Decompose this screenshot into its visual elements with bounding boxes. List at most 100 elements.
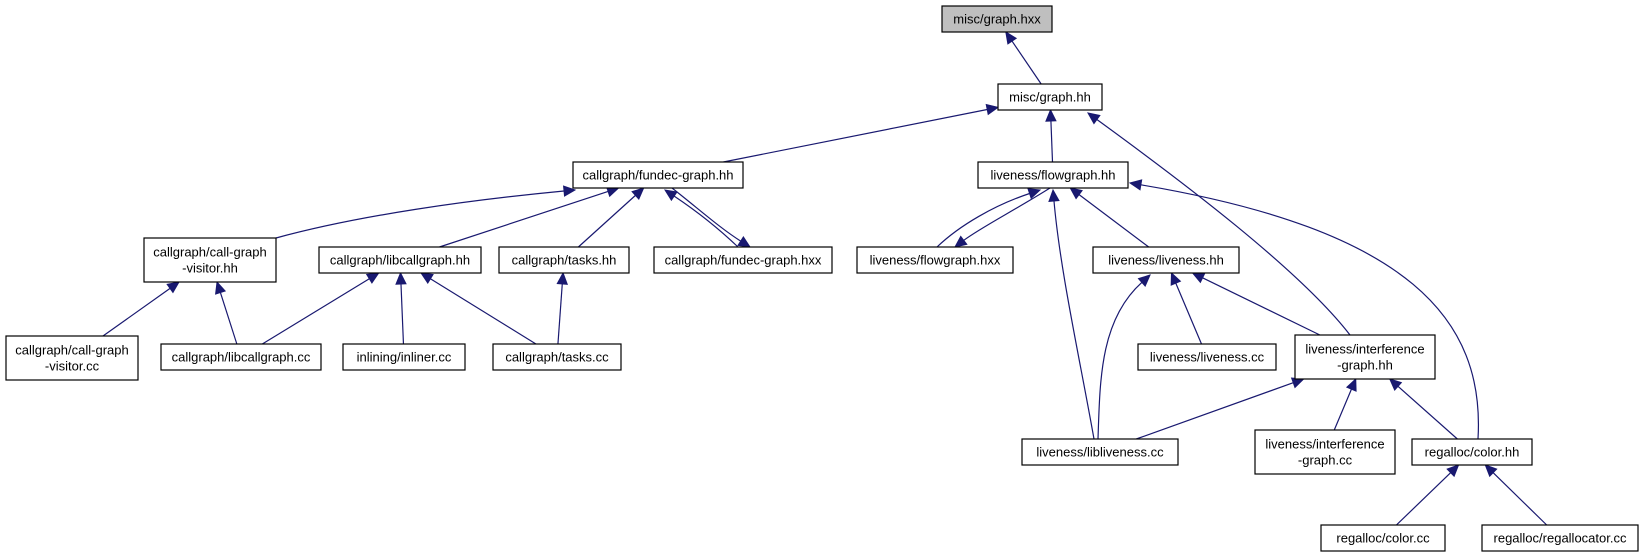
node-callgraph-fundec-graph-hxx[interactable]: callgraph/fundec-graph.hxx bbox=[653, 246, 833, 274]
node-callgraph-fundec-graph-hh[interactable]: callgraph/fundec-graph.hh bbox=[572, 161, 744, 189]
arrowhead-27 bbox=[1484, 464, 1498, 478]
edge-callgraph-tasks-cc-to-callgraph-tasks-hh bbox=[557, 283, 563, 345]
arrowhead-2 bbox=[1045, 108, 1057, 122]
arrowhead-17 bbox=[395, 271, 407, 285]
node-box bbox=[160, 343, 322, 371]
node-liveness-liveness-hh[interactable]: liveness/liveness.hh bbox=[1092, 246, 1240, 274]
node-label: callgraph/libcallgraph.hh bbox=[330, 253, 470, 268]
arrowhead-25 bbox=[1388, 378, 1403, 391]
node-box bbox=[1254, 429, 1396, 475]
node-label: regalloc/regallocator.cc bbox=[1494, 531, 1627, 546]
arrowhead-9 bbox=[1027, 188, 1042, 200]
node-box bbox=[1411, 438, 1533, 466]
node-liveness-flowgraph-hxx[interactable]: liveness/flowgraph.hxx bbox=[856, 246, 1014, 274]
edge-regalloc-color-hh-to-liveness-interference-graph-hh bbox=[1397, 385, 1458, 440]
node-box bbox=[653, 246, 833, 274]
edge-liveness-flowgraph-hxx-to-liveness-flowgraph-hh bbox=[936, 192, 1030, 248]
edge-liveness-libliveness-cc-to-liveness-flowgraph-hh bbox=[1053, 200, 1095, 440]
node-label: callgraph/tasks.cc bbox=[505, 350, 609, 365]
node-box bbox=[318, 246, 482, 274]
arrowhead-18 bbox=[420, 272, 434, 284]
node-box bbox=[1294, 334, 1436, 380]
node-box bbox=[342, 343, 466, 371]
node-box bbox=[498, 246, 630, 274]
node-label: callgraph/libcallgraph.cc bbox=[172, 350, 311, 365]
node-label: callgraph/fundec-graph.hh bbox=[582, 168, 733, 183]
edge-liveness-flowgraph-hh-to-misc-graph-hh bbox=[1050, 120, 1054, 163]
arrowhead-4 bbox=[563, 185, 577, 197]
node-box bbox=[1481, 524, 1639, 552]
node-box bbox=[1092, 246, 1240, 274]
node-liveness-liveness-cc[interactable]: liveness/liveness.cc bbox=[1137, 343, 1277, 371]
edge-liveness-liveness-hh-to-liveness-flowgraph-hh bbox=[1078, 194, 1150, 248]
node-regalloc-regallocator-cc[interactable]: regalloc/regallocator.cc bbox=[1481, 524, 1639, 552]
arrowhead-3 bbox=[1087, 112, 1101, 125]
node-layer: misc/graph.hxx misc/graph.hh callgraph/fun… bbox=[5, 5, 1639, 552]
node-callgraph-call-graph-visitor-hh[interactable]: callgraph/call-graph-visitor.hh bbox=[143, 237, 277, 283]
arrowhead-14 bbox=[166, 281, 181, 294]
node-inlining-inliner-cc[interactable]: inlining/inliner.cc bbox=[342, 343, 466, 371]
arrowhead-0 bbox=[1005, 31, 1018, 45]
arrowhead-19 bbox=[556, 271, 568, 285]
edge-inlining-inliner-cc-to-callgraph-libcallgraph-hh bbox=[400, 283, 405, 345]
arrowhead-15 bbox=[215, 280, 227, 295]
node-regalloc-color-cc[interactable]: regalloc/color.cc bbox=[1320, 524, 1446, 552]
node-label: misc/graph.hh bbox=[1009, 90, 1091, 105]
node-label: misc/graph.hxx bbox=[953, 12, 1041, 27]
node-liveness-interference-graph-hh[interactable]: liveness/interference-graph.hh bbox=[1294, 334, 1436, 380]
node-label: inlining/inliner.cc bbox=[357, 350, 452, 365]
node-label: -graph.cc bbox=[1298, 453, 1353, 468]
edge-callgraph-tasks-hh-to-callgraph-fundec-graph-hh bbox=[577, 194, 636, 248]
edge-callgraph-fundec-graph-hxx-to-callgraph-fundec-graph-hh bbox=[673, 195, 739, 248]
node-box bbox=[492, 343, 622, 371]
node-box bbox=[1320, 524, 1446, 552]
node-box bbox=[1137, 343, 1277, 371]
node-label: -visitor.hh bbox=[182, 261, 238, 276]
node-box bbox=[5, 335, 139, 381]
node-misc-graph-hh[interactable]: misc/graph.hh bbox=[997, 83, 1103, 111]
edge-layer bbox=[102, 31, 1548, 526]
node-label: -graph.hh bbox=[1337, 358, 1393, 373]
edge-regalloc-color-cc-to-regalloc-color-hh bbox=[1396, 472, 1452, 526]
edge-regalloc-color-hh-to-liveness-flowgraph-hh bbox=[1140, 184, 1480, 440]
arrowhead-6 bbox=[631, 187, 645, 200]
node-regalloc-color-hh[interactable]: regalloc/color.hh bbox=[1411, 438, 1533, 466]
edge-misc-graph-hh-to-misc-graph-hxx bbox=[1011, 40, 1042, 85]
node-label: callgraph/call-graph bbox=[153, 245, 266, 260]
node-box bbox=[856, 246, 1014, 274]
node-liveness-interference-graph-cc[interactable]: liveness/interference-graph.cc bbox=[1254, 429, 1396, 475]
node-callgraph-tasks-hh[interactable]: callgraph/tasks.hh bbox=[498, 246, 630, 274]
node-callgraph-libcallgraph-hh[interactable]: callgraph/libcallgraph.hh bbox=[318, 246, 482, 274]
node-liveness-libliveness-cc[interactable]: liveness/libliveness.cc bbox=[1021, 438, 1179, 466]
edge-liveness-libliveness-cc-to-liveness-interference-graph-hh bbox=[1136, 382, 1294, 440]
arrowhead-7 bbox=[663, 189, 678, 202]
arrowhead-12 bbox=[1048, 188, 1060, 202]
edge-liveness-interference-graph-hh-to-misc-graph-hh bbox=[1096, 119, 1351, 336]
node-callgraph-tasks-cc[interactable]: callgraph/tasks.cc bbox=[492, 343, 622, 371]
arrowhead-21 bbox=[1191, 272, 1206, 284]
node-box bbox=[572, 161, 744, 189]
arrowhead-16 bbox=[365, 272, 380, 284]
arrowhead-8 bbox=[737, 235, 752, 248]
node-label: liveness/flowgraph.hxx bbox=[870, 253, 1001, 268]
node-liveness-flowgraph-hh[interactable]: liveness/flowgraph.hh bbox=[977, 161, 1129, 189]
arrowhead-10 bbox=[954, 235, 968, 248]
edge-callgraph-call-graph-visitor-cc-to-callgraph-call-graph-visitor-hh bbox=[102, 287, 171, 337]
node-label: liveness/flowgraph.hh bbox=[990, 168, 1115, 183]
node-box bbox=[143, 237, 277, 283]
node-callgraph-libcallgraph-cc[interactable]: callgraph/libcallgraph.cc bbox=[160, 343, 322, 371]
node-label: callgraph/call-graph bbox=[15, 343, 128, 358]
arrowhead-1 bbox=[985, 103, 1000, 116]
node-callgraph-call-graph-visitor-cc[interactable]: callgraph/call-graph-visitor.cc bbox=[5, 335, 139, 381]
node-label: liveness/liveness.cc bbox=[1150, 350, 1265, 365]
edge-regalloc-regallocator-cc-to-regalloc-color-hh bbox=[1492, 472, 1548, 526]
edge-callgraph-fundec-graph-hh-to-misc-graph-hh bbox=[723, 108, 988, 163]
arrowhead-26 bbox=[1446, 464, 1460, 478]
node-misc-graph-hxx[interactable]: misc/graph.hxx bbox=[941, 5, 1053, 33]
edge-callgraph-fundec-graph-hh-to-callgraph-fundec-graph-hxx bbox=[671, 187, 742, 242]
node-label: liveness/liveness.hh bbox=[1108, 253, 1224, 268]
edge-callgraph-libcallgraph-cc-to-callgraph-libcallgraph-hh bbox=[261, 278, 370, 345]
node-box bbox=[977, 161, 1129, 189]
node-label: regalloc/color.cc bbox=[1336, 531, 1430, 546]
edge-liveness-flowgraph-hh-to-liveness-flowgraph-hxx bbox=[963, 187, 1051, 241]
